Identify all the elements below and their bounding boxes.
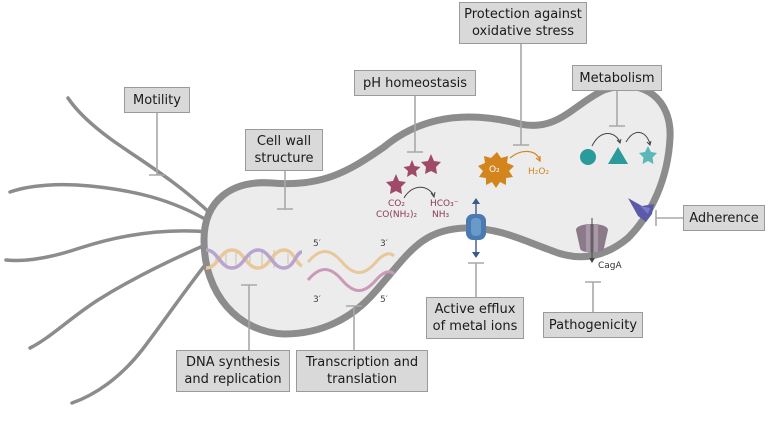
pathogenicity-label: Pathogenicity <box>543 312 643 338</box>
ph-homeostasis-text: pH homeostasis <box>363 75 467 91</box>
flagellum-2 <box>8 182 212 224</box>
o2-burst-icon <box>478 152 514 188</box>
metabolism-pathway <box>580 132 657 165</box>
metabolite-star <box>639 146 657 164</box>
adherence-connector <box>655 210 683 226</box>
ph-homeostasis-label: pH homeostasis <box>354 70 476 96</box>
cellwall-connector <box>277 171 293 210</box>
urea-label: CO(NH₂)₂ <box>376 210 417 220</box>
flagellum-4 <box>28 241 212 350</box>
connector-lines <box>149 44 683 350</box>
flagellum-1 <box>66 96 214 217</box>
cell-wall-label: Cell wall structure <box>245 129 323 171</box>
protection-label: Protection against oxidative stress <box>459 2 587 44</box>
nh3-label: NH₃ <box>432 210 450 220</box>
transcription-connector <box>346 305 362 350</box>
hco3-label: HCO₃⁻ <box>430 199 459 209</box>
adherence-label: Adherence <box>683 205 765 231</box>
transcription-strands: 5′ 3′ 3′ 5′ <box>306 239 396 305</box>
transcription-line-2: translation <box>327 372 397 387</box>
five-prime-bottom: 5′ <box>380 295 388 305</box>
efflux-label: Active efflux of metal ions <box>426 297 524 339</box>
metabolite-circle <box>580 149 596 165</box>
pathogenicity-text: Pathogenicity <box>548 317 638 333</box>
dna-synthesis-label: DNA synthesis and replication <box>176 350 290 392</box>
secretion-system: CagA <box>576 218 623 271</box>
urease-star-3 <box>421 154 441 174</box>
adhesin-icon <box>628 198 654 222</box>
urease-star-1 <box>386 174 406 194</box>
caga-label: CagA <box>598 261 623 271</box>
efflux-line-2: of metal ions <box>432 319 518 334</box>
dna-helix <box>205 248 303 270</box>
metabolism-connector <box>609 90 625 127</box>
cell-body <box>200 82 674 338</box>
protection-connector <box>513 44 529 146</box>
three-prime-bottom: 3′ <box>313 295 321 305</box>
efflux-line-1: Active efflux <box>434 302 516 317</box>
protection-line-2: oxidative stress <box>471 24 575 39</box>
co2-label: CO₂ <box>388 199 405 209</box>
dna-connector <box>241 284 257 350</box>
motility-label: Motility <box>124 87 190 113</box>
protection-line-1: Protection against <box>464 7 582 22</box>
urease-molecules <box>386 154 441 194</box>
dna-synthesis-line-2: and replication <box>184 372 282 387</box>
transcription-label: Transcription and translation <box>296 350 428 392</box>
flagella <box>4 96 214 405</box>
ph-connector <box>407 96 423 153</box>
motility-text: Motility <box>133 92 181 108</box>
metabolism-label: Metabolism <box>572 65 662 91</box>
five-prime-top: 5′ <box>313 239 321 249</box>
pathogenicity-connector <box>585 281 601 312</box>
metabolism-text: Metabolism <box>579 70 655 86</box>
flagellum-5 <box>70 254 214 405</box>
cell-wall-line-2: structure <box>254 151 314 166</box>
ph-reaction-arrow <box>403 186 435 199</box>
adhesin <box>628 198 654 222</box>
efflux-connector <box>468 262 484 297</box>
motility-connector <box>149 112 165 176</box>
flagellum-3 <box>4 229 212 263</box>
metabolite-triangle <box>608 147 628 164</box>
dna-synthesis-line-1: DNA synthesis <box>186 355 280 370</box>
cell-wall-line-1: Cell wall <box>256 134 312 149</box>
h2o2-label: H₂O₂ <box>528 167 549 177</box>
urease-star-2 <box>403 160 421 177</box>
ros-reaction-arrow <box>509 150 541 161</box>
efflux-pump <box>466 198 486 258</box>
transcription-line-1: Transcription and <box>305 355 419 370</box>
o2-label: O₂ <box>489 165 500 175</box>
three-prime-top: 3′ <box>380 239 388 249</box>
adherence-text: Adherence <box>689 210 759 226</box>
ros-molecule: O₂ <box>478 152 514 188</box>
